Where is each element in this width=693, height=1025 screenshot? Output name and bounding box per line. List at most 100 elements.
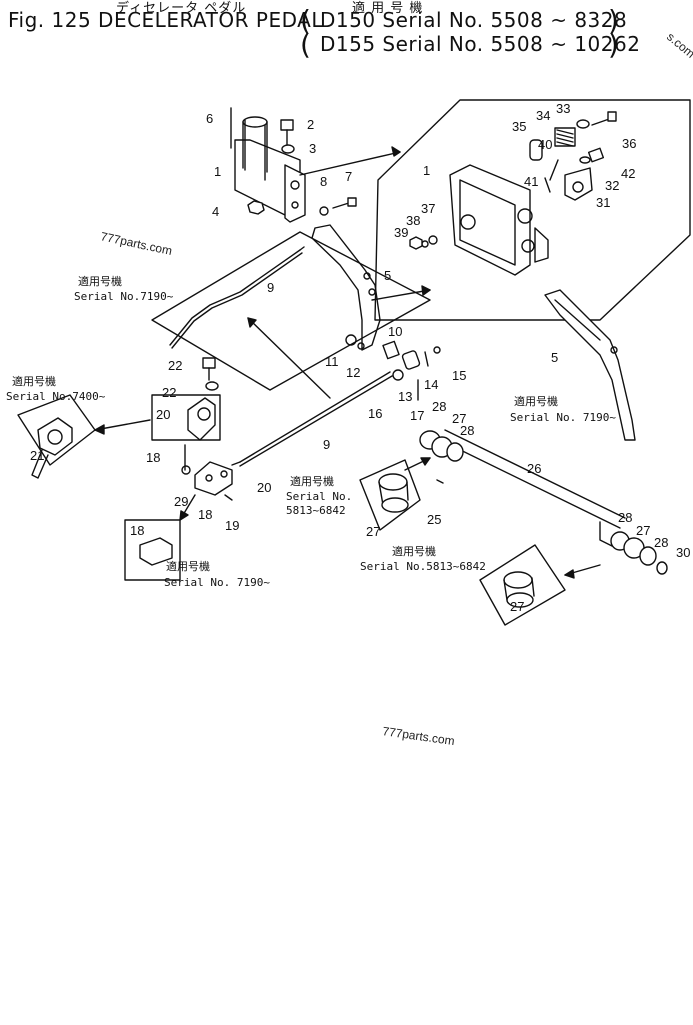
note-9-jp: 適用号機 (78, 274, 122, 288)
callout-28a: 28 (432, 399, 446, 414)
callout-19: 19 (225, 518, 239, 533)
callout-3: 3 (309, 141, 316, 156)
note-5-jp: 適用号機 (514, 394, 558, 408)
callout-9-upper: 9 (267, 280, 274, 295)
washer-38 (421, 240, 429, 248)
callout-28c: 28 (618, 510, 632, 525)
callout-29: 29 (174, 494, 188, 509)
pedal-arm-5-detail (544, 289, 636, 441)
callout-6: 6 (206, 111, 213, 126)
callout-1-detail: 1 (423, 163, 430, 178)
note-18-jp: 適用号機 (166, 559, 210, 573)
note-26-jp: 適用号機 (392, 544, 436, 558)
bolt-7 (332, 197, 357, 209)
joint-13 (401, 350, 421, 370)
serial-line-2: D155 Serial No. 5508 ~ 10262 (320, 32, 641, 56)
nut-39 (409, 236, 423, 250)
callout-41: 41 (524, 174, 538, 189)
callout-28b: 28 (460, 423, 474, 438)
bolt-23 (202, 357, 216, 381)
note-5-serial: Serial No. 7190~ (510, 411, 616, 424)
bolt-2 (280, 119, 294, 146)
note-18-serial: Serial No. 7190~ (164, 576, 270, 589)
callout-20: 18 (146, 450, 160, 465)
nut-21 (231, 461, 241, 466)
washer-32 (579, 156, 591, 164)
callout-18-inset: 18 (130, 523, 144, 538)
nut-42 (587, 147, 605, 163)
callout-27b: 27 (366, 524, 380, 539)
callout-7: 7 (345, 169, 352, 184)
washer-8 (319, 206, 329, 216)
callout-17: 17 (410, 408, 424, 423)
callout-32: 32 (605, 178, 619, 193)
detail-bracket-1 (449, 164, 549, 276)
bolt-19 (224, 494, 233, 501)
callout-15: 15 (452, 368, 466, 383)
callout-13: 13 (398, 389, 412, 404)
callout-16: 16 (368, 406, 382, 421)
callout-11: 11 (325, 354, 339, 369)
callout-24: 22 (162, 385, 176, 400)
detail-frame (374, 99, 691, 321)
washer-16 (392, 369, 404, 381)
bracket-close: ) (608, 4, 620, 37)
bracket-open-2: ( (300, 28, 312, 61)
lever-22 (151, 394, 221, 441)
note-22-serial: Serial No.7400~ (6, 390, 106, 403)
block-31 (564, 167, 593, 201)
callout-36: 36 (622, 136, 636, 151)
washer-37 (428, 235, 438, 245)
callout-22: 20 (156, 407, 170, 422)
callout-34: 34 (536, 108, 550, 123)
link-18-inset (124, 494, 196, 581)
pin-40 (549, 159, 559, 181)
rod-9 (169, 249, 301, 346)
note-9-mid-serial-b: 5813~6842 (286, 504, 346, 517)
callout-27a: 27 (452, 411, 466, 426)
key-25 (436, 479, 444, 484)
serial-line-1: D150 Serial No. 5508 ~ 8328 (320, 8, 628, 32)
rod-9-frame (151, 231, 431, 391)
callout-40: 40 (538, 137, 552, 152)
clevis-10 (382, 340, 400, 360)
figure-title: Fig. 125 DECELERATOR PEDAL (8, 8, 323, 32)
callout-18: 18 (198, 507, 212, 522)
nut-29 (181, 465, 191, 475)
washer-24 (205, 381, 219, 391)
bracket-open: ( (300, 4, 312, 37)
callout-42: 42 (621, 166, 635, 181)
callout-33: 33 (556, 101, 570, 116)
pedal-bracket (234, 116, 306, 223)
pin-35 (529, 139, 543, 161)
nut-4 (247, 200, 265, 215)
callout-25: 25 (427, 512, 441, 527)
watermark-3: s.com (664, 30, 693, 61)
callout-2: 2 (307, 117, 314, 132)
callout-28d: 28 (654, 535, 668, 550)
rod-9-lower (239, 371, 391, 463)
title-japanese: ディセレータ ペダル (116, 1, 247, 16)
note-9-serial: Serial No.7190~ (74, 290, 174, 303)
callout-14: 14 (424, 377, 438, 392)
note-9-mid-serial-a: Serial No. (286, 490, 352, 503)
callout-1: 1 (214, 164, 221, 179)
pin-41 (544, 177, 551, 193)
callout-22-inset: 21 (30, 448, 44, 463)
callout-35: 35 (512, 119, 526, 134)
bracket-close-2: ) (608, 28, 620, 61)
link-18 (194, 461, 233, 496)
pin-14 (424, 351, 429, 367)
note-22-jp: 適用号機 (12, 374, 56, 388)
watermark-2: 777parts.com (382, 724, 456, 748)
callout-26: 26 (527, 461, 541, 476)
callout-5-detail: 5 (551, 350, 558, 365)
nut-11 (345, 334, 357, 346)
callout-39: 39 (394, 225, 408, 240)
washer-3 (281, 144, 295, 154)
callout-10: 10 (388, 324, 402, 339)
callout-31: 31 (596, 195, 610, 210)
note-26-serial: Serial No.5813~6842 (360, 560, 486, 573)
